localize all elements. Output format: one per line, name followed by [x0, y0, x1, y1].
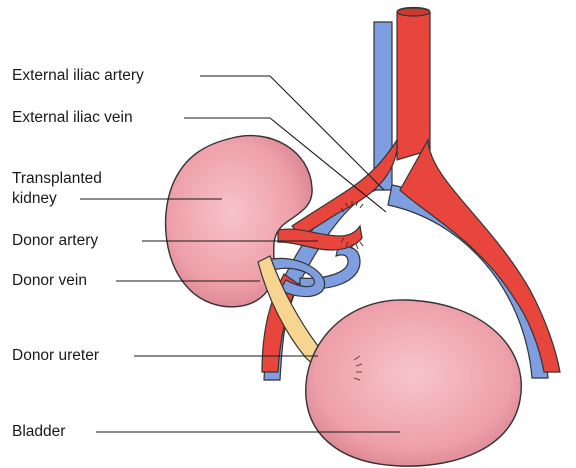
label-donor-vein: Donor vein [12, 272, 87, 290]
label-external-iliac-artery: External iliac artery [12, 67, 144, 85]
label-donor-ureter: Donor ureter [12, 347, 99, 365]
label-bladder: Bladder [12, 423, 65, 441]
label-transplanted-kidney-line1: Transplanted [12, 170, 102, 188]
label-donor-artery: Donor artery [12, 232, 98, 250]
label-external-iliac-vein: External iliac vein [12, 109, 133, 127]
bladder [306, 300, 522, 466]
label-transplanted-kidney-line2: kidney [12, 190, 57, 208]
